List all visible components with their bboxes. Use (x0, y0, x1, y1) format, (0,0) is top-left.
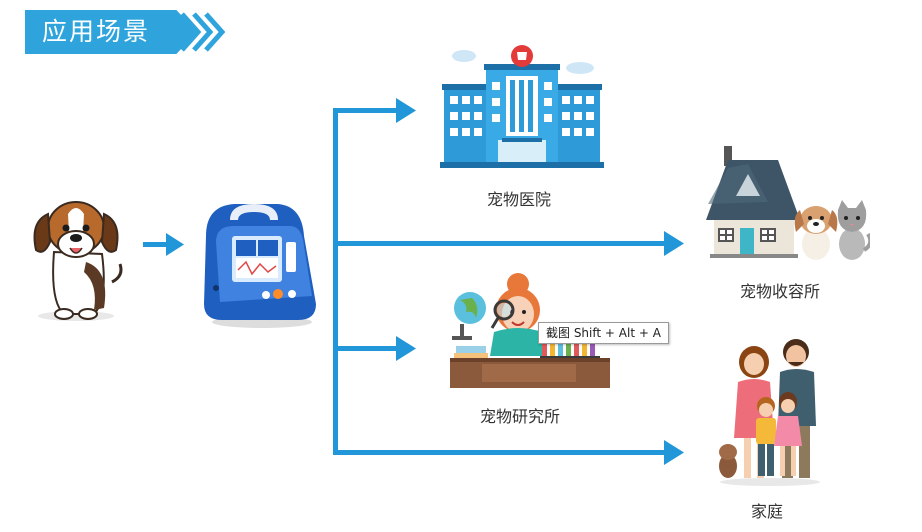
dog-icon (33, 201, 123, 321)
arrow-to-shelter (333, 241, 667, 246)
label-pet-hospital: 宠物医院 (487, 190, 552, 209)
arrow-to-hospital (333, 108, 399, 113)
label-pet-shelter: 宠物收容所 (740, 282, 821, 301)
arrow-to-research (333, 346, 399, 351)
label-home: 家庭 (751, 502, 784, 521)
label-pet-research: 宠物研究所 (480, 407, 561, 426)
header-banner (25, 10, 197, 54)
arrow-trunk (333, 110, 338, 455)
researcher-icon (450, 273, 610, 388)
page-title: 应用场景 (42, 17, 151, 46)
chevron-icon (180, 12, 226, 52)
screenshot-tooltip: 截图 Shift + Alt + A (538, 322, 669, 344)
arrow-dog-to-device (143, 242, 169, 247)
family-icon (719, 339, 820, 486)
arrow-to-home (333, 450, 667, 455)
hospital-icon (440, 45, 604, 168)
monitor-device-icon (204, 204, 316, 328)
shelter-house-icon (706, 146, 870, 260)
